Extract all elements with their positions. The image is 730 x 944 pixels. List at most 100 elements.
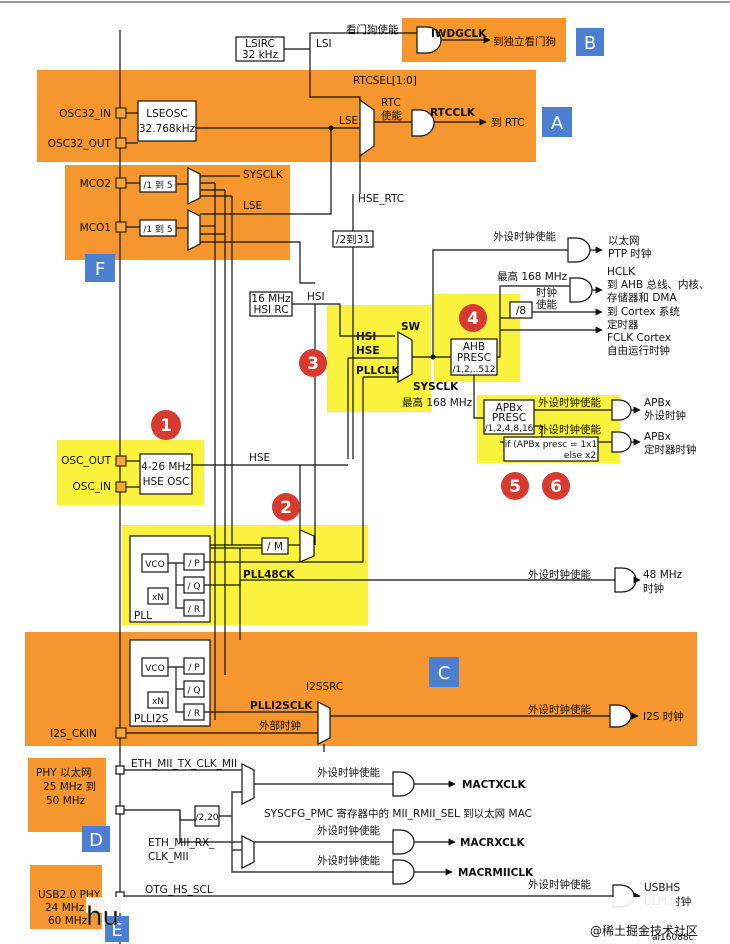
rtc-dest: 到 RTC [491,117,525,129]
mco2-mux [187,167,201,205]
rtc-en-label-1: RTC [381,97,401,109]
mactx-enable: 外设时钟使能 [317,766,380,779]
hclk-en-1: 时钟 [536,286,557,299]
hclk-max-label: 最高 168 MHz [497,270,568,283]
sysclk-top-label: SYSCLK [243,169,284,181]
sysclk-mux [397,330,413,384]
mhz48-label-1: 48 MHz [643,569,683,581]
hsirc-block [249,291,293,317]
cortex-label-1: 到 Cortex 系统 [607,305,680,318]
ptp-wire [432,249,568,357]
hclk-label: HCLK [607,266,636,278]
iwdgclk-label: IWDGCLK [431,28,487,40]
hseosc-freq: 4-26 MHz [141,461,191,473]
ahb-label-3: /1,2,..512 [452,365,495,375]
fclk-label-1: FCLK Cortex [607,332,671,344]
plli2s-label: PLLI2S [134,713,169,725]
i2s-clk-label: I2S 时钟 [643,710,684,723]
osc-out-label: OSC_OUT [61,455,111,467]
plli2s-xn [147,691,169,709]
ptp-gate [567,237,591,263]
usb-label-1: USB2.0 PHY [38,889,101,901]
lsirc-label: LSIRC [245,38,275,50]
fclk-label-2: 自由运行时钟 [607,344,670,357]
mactx-label: MACTXCLK [462,779,527,791]
mux-hse-label: HSE [356,345,380,357]
eth-rx-wire [124,809,195,821]
cortex-label-2: 定时器 [607,318,639,331]
syscfg-label: SYSCFG_PMC 寄存器中的 MII_RMII_SEL 到以太网 MAC [264,807,532,820]
tag-b [576,28,604,56]
apb-presc [483,399,535,435]
i2ssrc-label: I2SSRC [306,681,343,693]
ptp-label-1: 以太网 [608,234,640,247]
num-4-text: 4 [467,309,479,329]
phy-label-1: PHY 以太网 [36,766,91,779]
sysclk-max-label: 最高 168 MHz [402,396,473,409]
i2s-enable: 外设时钟使能 [528,703,591,716]
num-6-text: 6 [550,477,562,497]
pll-xn-label: xN [152,593,164,603]
usbhs-label-1: USBHS [644,882,680,894]
rtc-mux [359,98,375,158]
i2s-mux [317,701,331,745]
watermark: @稀土掘金技术社区 [590,923,698,938]
num-2-text: 2 [280,498,292,518]
apbx-label-2: 外设时钟 [644,409,686,422]
pin-eth-rx [115,805,125,815]
eth-rx-label-1: ETH_MII_RX_ [148,837,215,849]
apb-label-3: /1,2,4,8,16 [485,424,534,434]
lse2-label: LSE [243,200,262,212]
tag-a [542,107,572,137]
plli2sclk-label: PLLI2SCLK [250,700,313,712]
pin-mco2 [115,177,127,189]
hse-label: HSE [249,452,270,464]
num-3-text: 3 [307,354,319,374]
num-4 [459,304,487,332]
ptp-enable-label: 外设时钟使能 [493,230,556,243]
usbhs-enable: 外设时钟使能 [528,878,591,891]
apbx-enable: 外设时钟使能 [538,396,601,409]
macrx-label: MACRXCLK [460,837,525,849]
macrx-gate [392,829,415,855]
pll-vco-label: VCO [145,560,165,570]
rtcsel-label: RTCSEL[1:0] [353,75,417,87]
eth-rx-mux [241,835,255,869]
plli2s-vco-label: VCO [145,664,165,674]
div-to-txmux [219,791,242,817]
tag-d-text: D [89,830,103,851]
hse-rtc-label: HSE_RTC [358,193,404,205]
apbx-label-1: APBx [644,397,671,409]
tag-d [82,826,110,852]
mco1-in-hsi [200,241,315,284]
apb-if-label-1: if (APBx presc = 1x1 [505,440,597,450]
lseosc-block [137,100,197,142]
hsi-label: HSI [307,291,325,303]
lseosc-freq: 32.768kHz [139,123,196,135]
eth-tx-label: ETH_MII_TX_CLK_MII [131,758,237,770]
rtcclk-label: RTCCLK [430,107,476,119]
num-5 [501,472,529,500]
mux-hsi-label: HSI [356,331,376,343]
osc-in-label: OSC_IN [73,481,111,493]
pll-src-mux [299,529,315,563]
hsirc-label: HSI RC [253,304,288,316]
region-f [65,165,290,260]
tag-e [105,916,129,942]
apbx-gate [611,399,632,421]
div-2-20-label: /2,20 [195,813,218,823]
apb-if-label-2: else x2 [564,451,596,461]
plli2s-internal [168,666,184,713]
hsirc-freq: 16 MHz [251,293,291,305]
hclk-gate [569,277,593,303]
num-3 [299,349,327,377]
pll-xn [147,587,169,605]
eth-rx-label-2: CLK_MII [148,851,189,863]
macrmii-wire [231,850,393,873]
plli2s-p-label: / P [188,663,200,673]
pin-osc32-out [115,137,127,149]
apbx-tim-label-2: 定时器时钟 [644,443,697,456]
mhz48-label-2: 时钟 [643,582,664,595]
i2s-ckin-label: I2S_CKIN [50,728,97,740]
